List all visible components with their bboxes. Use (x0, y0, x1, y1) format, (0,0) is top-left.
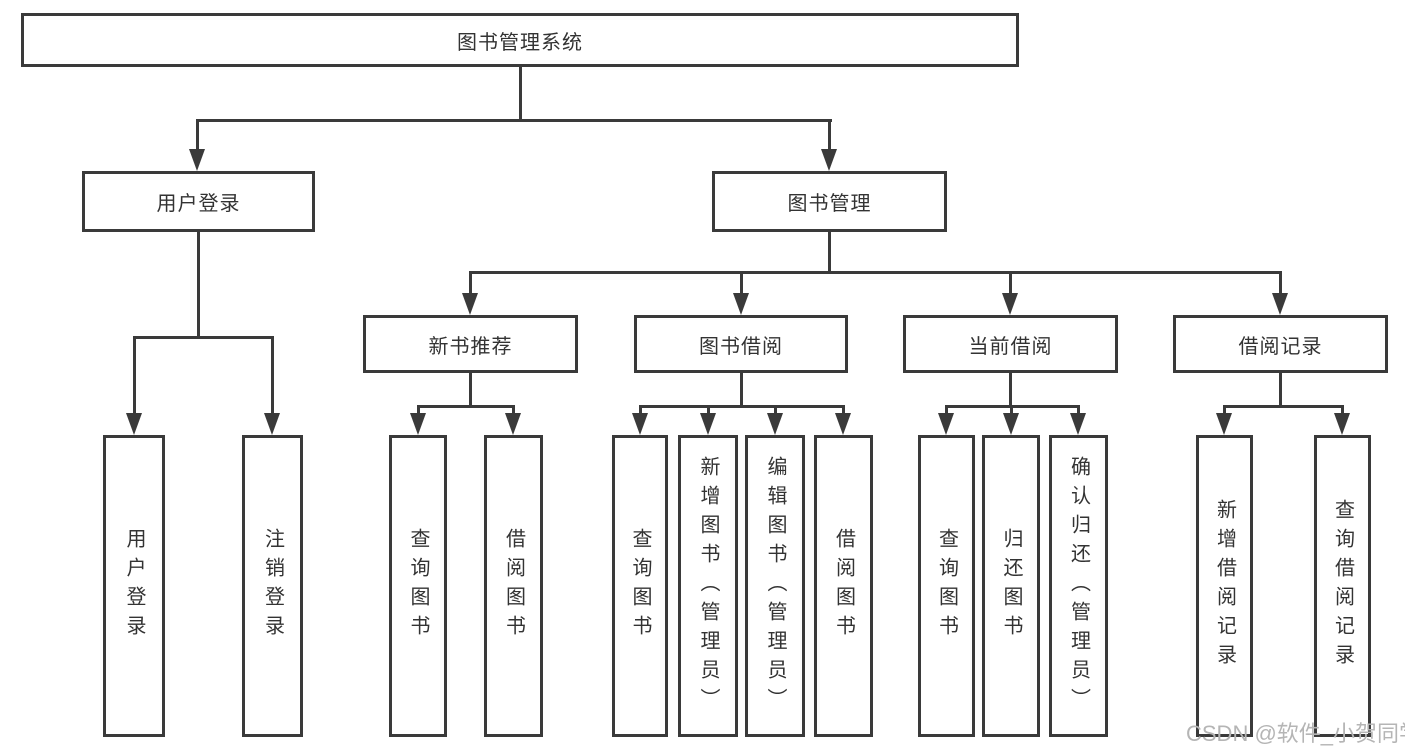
connector-drop (639, 405, 642, 415)
arrow-down-icon (1216, 413, 1232, 435)
node-new-book-recommend: 新书推荐 (363, 315, 578, 373)
connector-borrowing-rail (639, 405, 845, 408)
leaf-borrow-books-borrowing: 借阅图书 (814, 435, 873, 737)
connector-userlogin-rail (133, 336, 274, 339)
node-user-login: 用户登录 (82, 171, 315, 232)
connector-records-rail (1223, 405, 1344, 408)
arrow-down-icon (938, 413, 954, 435)
leaf-user-login: 用户登录 (103, 435, 165, 737)
connector-newbook-stem (469, 372, 472, 408)
connector-drop (1341, 405, 1344, 415)
arrow-down-icon (189, 149, 205, 171)
leaf-query-borrow-record: 查询借阅记录 (1314, 435, 1371, 737)
connector-drop (774, 405, 777, 415)
connector-drop (512, 405, 515, 415)
connector-drop-new-book (469, 271, 472, 295)
connector-root-stem (519, 66, 522, 122)
leaf-query-books-current: 查询图书 (918, 435, 975, 737)
connector-drop-leaf-user-login (133, 336, 136, 414)
connector-records-stem (1279, 372, 1282, 408)
leaf-add-borrow-record: 新增借阅记录 (1196, 435, 1253, 737)
leaf-edit-books-admin: 编辑图书（管理员） (745, 435, 805, 737)
connector-drop-book-mgmt (828, 119, 831, 151)
node-book-management: 图书管理 (712, 171, 947, 232)
arrow-down-icon (410, 413, 426, 435)
arrow-down-icon (126, 413, 142, 435)
connector-borrowing-stem (740, 372, 743, 408)
leaf-borrow-books-newbook: 借阅图书 (484, 435, 543, 737)
leaf-add-books-admin: 新增图书（管理员） (678, 435, 738, 737)
connector-newbook-rail (417, 405, 515, 408)
arrow-down-icon (1334, 413, 1350, 435)
arrow-down-icon (1272, 293, 1288, 315)
arrow-down-icon (632, 413, 648, 435)
connector-drop (1223, 405, 1226, 415)
leaf-query-books-newbook: 查询图书 (389, 435, 447, 737)
connector-drop (707, 405, 710, 415)
csdn-watermark: CSDN @软件_小贺同学 (1186, 721, 1405, 746)
connector-drop-book-borrowing (740, 271, 743, 295)
leaf-return-books: 归还图书 (982, 435, 1040, 737)
arrow-down-icon (835, 413, 851, 435)
connector-userlogin-stem (197, 231, 200, 337)
arrow-down-icon (767, 413, 783, 435)
node-borrowing-records: 借阅记录 (1173, 315, 1388, 373)
arrow-down-icon (1002, 293, 1018, 315)
leaf-confirm-return-admin: 确认归还（管理员） (1049, 435, 1108, 737)
connector-drop (1010, 405, 1013, 415)
connector-drop (842, 405, 845, 415)
connector-bookmgmt-rail (469, 271, 1282, 274)
arrow-down-icon (462, 293, 478, 315)
arrow-down-icon (733, 293, 749, 315)
connector-drop-current-borrowing (1009, 271, 1012, 295)
arrow-down-icon (1003, 413, 1019, 435)
arrow-down-icon (821, 149, 837, 171)
arrow-down-icon (505, 413, 521, 435)
connector-drop-leaf-logout (271, 336, 274, 414)
connector-root-rail (196, 119, 832, 122)
connector-drop (945, 405, 948, 415)
node-library-management-system: 图书管理系统 (21, 13, 1019, 67)
connector-drop (1077, 405, 1080, 415)
arrow-down-icon (1070, 413, 1086, 435)
leaf-query-books-borrowing: 查询图书 (612, 435, 668, 737)
connector-bookmgmt-stem (828, 231, 831, 273)
connector-drop-borrowing-records (1279, 271, 1282, 295)
leaf-logout: 注销登录 (242, 435, 303, 737)
node-book-borrowing: 图书借阅 (634, 315, 848, 373)
node-current-borrowing: 当前借阅 (903, 315, 1118, 373)
arrow-down-icon (700, 413, 716, 435)
arrow-down-icon (264, 413, 280, 435)
connector-drop (417, 405, 420, 415)
connector-current-stem (1009, 372, 1012, 408)
connector-drop-user-login (196, 119, 199, 151)
